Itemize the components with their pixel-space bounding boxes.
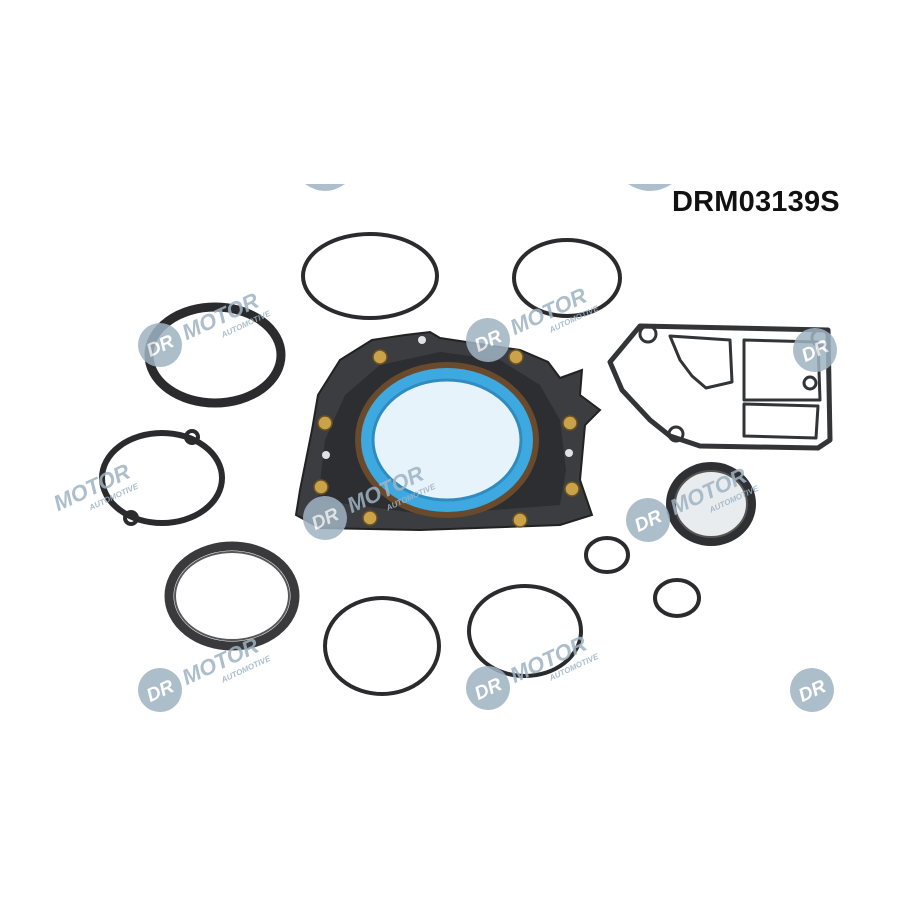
watermark-fragments-top <box>305 184 672 191</box>
svg-text:MOTOR: MOTOR <box>506 631 591 688</box>
seal-ring-left-lower-edge <box>174 551 290 641</box>
o-ring-small-1 <box>584 536 630 574</box>
o-ring-large-top <box>301 232 439 320</box>
dr-motor-watermark-8: DR MOTOR AUTOMOTIVE <box>466 631 600 710</box>
part-number: DRM03139S <box>672 186 840 218</box>
shaft-seal-small <box>666 462 756 546</box>
oil-cooler-gasket <box>99 429 225 526</box>
o-ring-bottom-center <box>323 596 441 696</box>
dr-motor-watermark-9: DR <box>790 668 834 712</box>
dr-motor-watermark-1: DR MOTOR AUTOMOTIVE <box>138 288 272 367</box>
dr-motor-watermark-3: DR <box>793 328 837 372</box>
flat-gasket-right <box>607 323 833 451</box>
rear-main-seal-housing <box>294 330 602 532</box>
seal-ring-left-lower <box>164 541 300 651</box>
o-ring-bottom-right <box>467 584 583 678</box>
o-ring-small-2 <box>653 578 701 618</box>
o-ring-top-right <box>512 238 622 318</box>
